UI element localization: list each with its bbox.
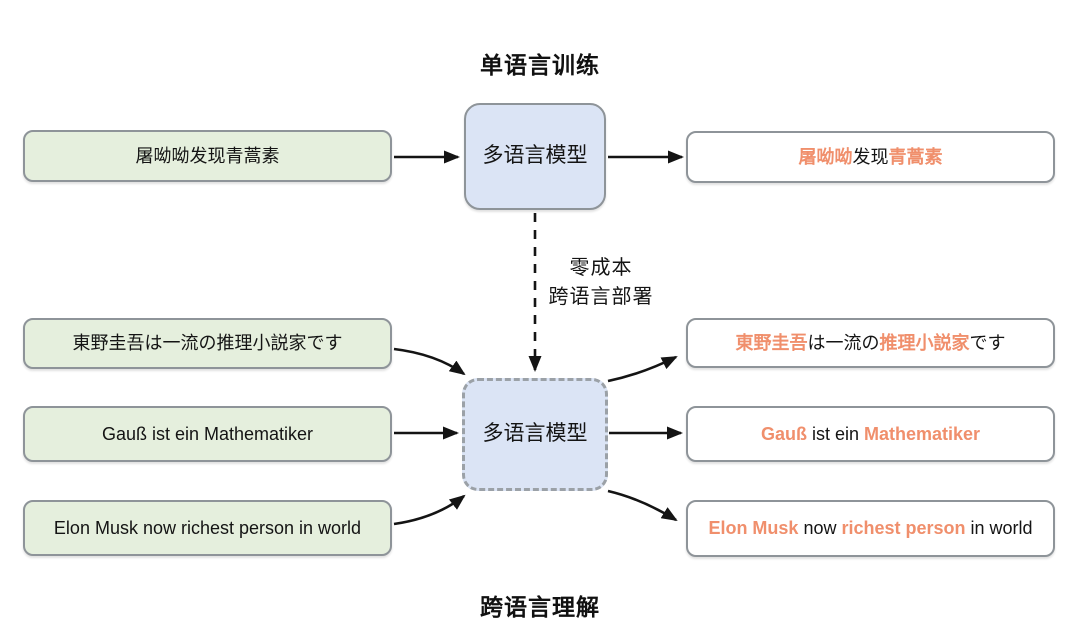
deploy-label-line2: 跨语言部署 xyxy=(548,286,654,308)
plain-text: です xyxy=(969,332,1006,353)
output-box-german: Gauß ist ein Mathematiker xyxy=(686,406,1055,462)
input-box-japanese: 東野圭吾は一流の推理小説家です xyxy=(23,318,392,369)
entity-highlight: Mathematiker xyxy=(864,423,981,444)
entity-highlight: 青蒿素 xyxy=(888,146,943,167)
plain-text: は一流の xyxy=(807,332,880,353)
arrow-model-to-japanese xyxy=(607,355,678,383)
plain-text: ist ein xyxy=(806,423,864,444)
plain-text: now xyxy=(798,518,842,539)
deploy-label-line1: 零成本 xyxy=(569,257,633,279)
model-box-deployed: 多语言模型 xyxy=(462,378,608,491)
input-box-german: Gauß ist ein Mathematiker xyxy=(23,406,392,462)
arrow-japanese-to-model xyxy=(393,347,466,376)
arrow-english-to-model xyxy=(393,494,466,526)
entity-highlight: 推理小説家 xyxy=(879,332,970,353)
output-box-japanese: 東野圭吾は一流の推理小説家です xyxy=(686,318,1055,368)
output-box-chinese: 屠呦呦发现青蒿素 xyxy=(686,131,1055,183)
deploy-label: 零成本 跨语言部署 xyxy=(540,254,662,312)
input-box-chinese: 屠呦呦发现青蒿素 xyxy=(23,130,392,182)
model-box-trained: 多语言模型 xyxy=(464,103,606,210)
entity-highlight: 屠呦呦 xyxy=(798,146,853,167)
entity-highlight: 東野圭吾 xyxy=(735,332,808,353)
plain-text: 发现 xyxy=(852,146,889,167)
entity-highlight: Elon Musk xyxy=(708,518,799,539)
plain-text: in world xyxy=(965,518,1033,539)
arrow-model-to-english xyxy=(607,489,678,522)
entity-highlight: richest person xyxy=(841,518,966,539)
title-monolingual-training: 单语言训练 xyxy=(480,52,600,78)
title-crosslingual-understanding: 跨语言理解 xyxy=(480,594,600,620)
entity-highlight: Gauß xyxy=(760,423,807,444)
output-box-english: Elon Musk now richest person in world xyxy=(686,500,1055,557)
input-box-english: Elon Musk now richest person in world xyxy=(23,500,392,556)
